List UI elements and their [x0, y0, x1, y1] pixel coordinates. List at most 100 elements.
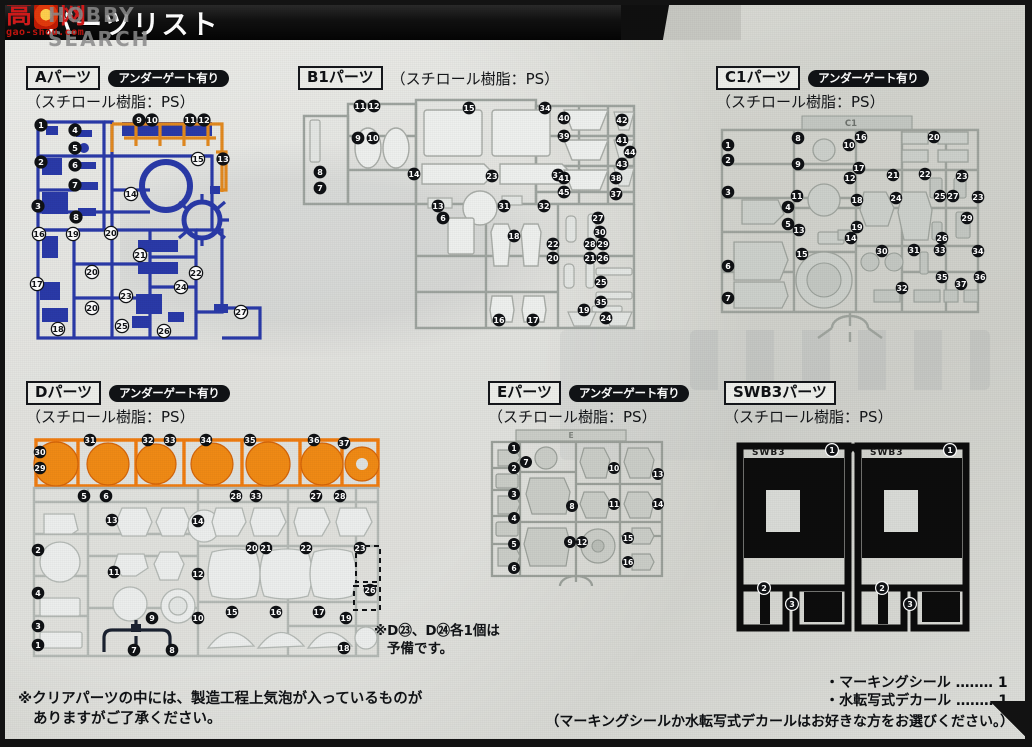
svg-text:6: 6: [440, 214, 446, 223]
svg-text:45: 45: [558, 188, 570, 197]
svg-text:17: 17: [31, 279, 43, 289]
svg-text:17: 17: [853, 164, 864, 173]
svg-text:6: 6: [725, 262, 731, 271]
section-material-c1: （スチロール樹脂：PS）: [716, 93, 885, 111]
svg-text:9: 9: [149, 614, 155, 623]
svg-text:13: 13: [653, 470, 664, 479]
svg-text:5: 5: [511, 540, 516, 549]
svg-text:35: 35: [595, 298, 607, 307]
svg-text:15: 15: [463, 104, 475, 113]
svg-text:32: 32: [142, 436, 153, 445]
note-spare-line1: ※D㉓、D㉔各1個は: [374, 623, 500, 639]
svg-text:20: 20: [86, 267, 98, 277]
svg-text:1: 1: [829, 446, 835, 455]
svg-text:22: 22: [919, 170, 930, 179]
svg-text:11: 11: [184, 115, 196, 125]
svg-text:11: 11: [791, 192, 803, 201]
svg-text:21: 21: [134, 250, 146, 260]
svg-text:38: 38: [610, 174, 622, 183]
svg-text:2: 2: [35, 546, 41, 555]
svg-text:15: 15: [192, 154, 204, 164]
svg-text:41: 41: [558, 174, 570, 183]
watermark-cn-left: 高: [6, 0, 33, 30]
title-bar: [0, 4, 741, 40]
svg-text:5: 5: [72, 143, 78, 153]
svg-text:3: 3: [511, 490, 516, 499]
svg-text:11: 11: [609, 500, 620, 509]
svg-text:32: 32: [538, 202, 549, 211]
svg-text:12: 12: [192, 570, 203, 579]
svg-text:43: 43: [616, 160, 627, 169]
svg-text:23: 23: [972, 193, 983, 202]
section-chip-e: Eパーツ: [488, 381, 561, 405]
svg-text:26: 26: [364, 586, 376, 595]
svg-text:20: 20: [105, 228, 117, 238]
section-chip-a: Aパーツ: [26, 66, 101, 90]
svg-text:33: 33: [552, 171, 563, 180]
svg-text:26: 26: [936, 234, 948, 243]
svg-text:10: 10: [146, 115, 158, 125]
decal-label: ・水転写式デカール ‥‥‥‥: [825, 693, 994, 709]
svg-text:14: 14: [192, 517, 204, 526]
svg-text:6: 6: [103, 492, 109, 501]
section-chip-swb3: SWB3パーツ: [724, 381, 836, 405]
section-header-c1: C1パーツ アンダーゲート有り （スチロール樹脂：PS）: [716, 66, 929, 112]
svg-text:25: 25: [595, 278, 607, 287]
svg-text:42: 42: [616, 116, 627, 125]
svg-text:15: 15: [226, 608, 238, 617]
svg-text:19: 19: [851, 223, 863, 232]
svg-text:2: 2: [725, 156, 731, 165]
svg-text:2: 2: [761, 584, 767, 593]
svg-text:3: 3: [35, 201, 41, 211]
svg-text:29: 29: [597, 240, 609, 249]
svg-text:7: 7: [317, 184, 323, 193]
svg-text:36: 36: [308, 436, 320, 445]
svg-text:8: 8: [569, 502, 574, 511]
svg-text:22: 22: [300, 544, 311, 553]
runner-e: .eg{fill:none;stroke:#9ba09a;stroke-widt…: [486, 426, 668, 591]
svg-text:9: 9: [795, 160, 801, 169]
svg-text:33: 33: [934, 246, 945, 255]
page-border-bottom: [0, 739, 1032, 747]
svg-text:37: 37: [338, 439, 349, 448]
svg-text:10: 10: [843, 141, 855, 150]
svg-text:27: 27: [235, 307, 247, 317]
svg-text:1: 1: [725, 141, 731, 150]
svg-text:28: 28: [334, 492, 346, 501]
runner-d: .dg{fill:none;stroke:#b4b9b5;stroke-widt…: [26, 426, 386, 664]
svg-text:3: 3: [789, 600, 795, 609]
svg-text:28: 28: [584, 240, 596, 249]
svg-text:14: 14: [845, 234, 857, 243]
decal-item: ・水転写式デカール ‥‥‥‥ 1: [825, 692, 1008, 710]
svg-text:30: 30: [34, 448, 46, 457]
svg-text:8: 8: [795, 134, 801, 143]
page-corner-bottom-right: [986, 701, 1032, 747]
svg-text:35: 35: [244, 436, 256, 445]
svg-text:8: 8: [169, 646, 175, 655]
watermark-mark-icon: [34, 3, 58, 29]
page-border-right: [1025, 0, 1032, 747]
svg-text:12: 12: [368, 102, 379, 111]
svg-text:25: 25: [934, 192, 946, 201]
svg-text:23: 23: [956, 172, 967, 181]
svg-text:6: 6: [72, 160, 78, 170]
svg-text:23: 23: [354, 544, 365, 553]
svg-text:14: 14: [408, 170, 420, 179]
svg-text:19: 19: [340, 614, 352, 623]
svg-text:3: 3: [35, 622, 41, 631]
svg-text:34: 34: [200, 436, 212, 445]
svg-text:1: 1: [947, 446, 953, 455]
runner-swb3: .sw{fill:none;stroke:#0d0d0d;stroke-widt…: [722, 428, 984, 638]
svg-text:3: 3: [907, 600, 913, 609]
svg-text:10: 10: [609, 464, 620, 473]
svg-text:27: 27: [947, 192, 958, 201]
svg-text:18: 18: [508, 232, 520, 241]
svg-text:19: 19: [67, 229, 79, 239]
svg-text:24: 24: [600, 314, 612, 323]
svg-text:22: 22: [190, 268, 202, 278]
svg-text:20: 20: [86, 303, 98, 313]
svg-text:24: 24: [175, 282, 187, 292]
svg-text:8: 8: [73, 212, 79, 222]
svg-text:8: 8: [317, 168, 323, 177]
svg-text:18: 18: [851, 196, 863, 205]
